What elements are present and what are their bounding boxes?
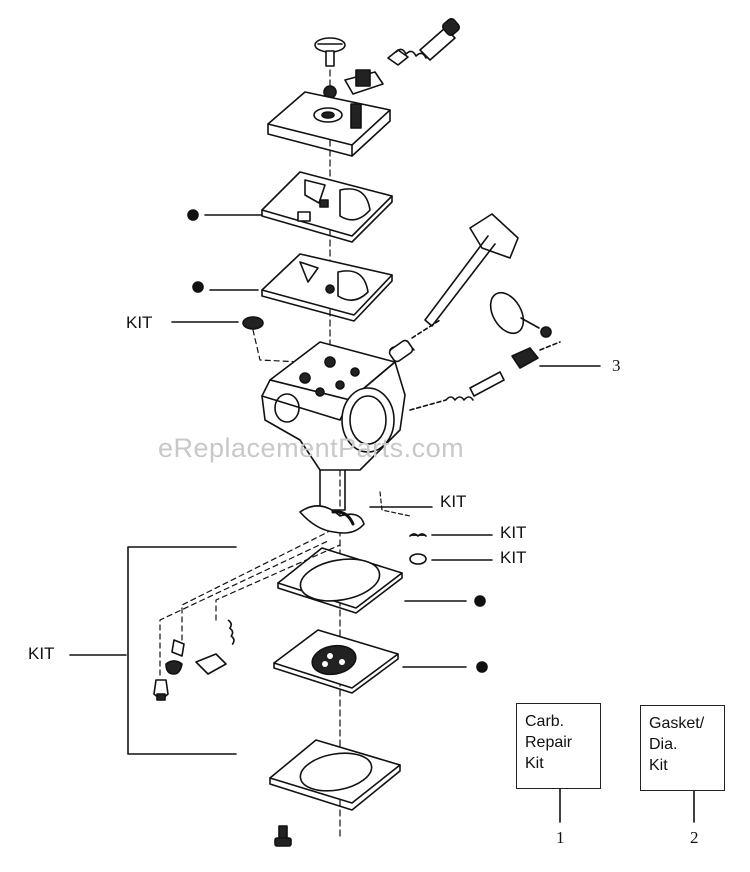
inlet-needle-set <box>153 531 341 701</box>
mixture-needle <box>409 341 561 411</box>
legend-gasket-line-2: Dia. <box>649 736 678 753</box>
label-kit-left-bottom: KIT <box>28 644 55 663</box>
inlet-fitting <box>299 505 365 534</box>
metering-diaphragm <box>273 629 399 694</box>
watermark: eReplacementParts.com <box>158 433 465 463</box>
kit-dot <box>187 209 199 221</box>
kit-dot <box>474 595 486 607</box>
legend-carb-line-3: Kit <box>525 755 544 772</box>
callout-3: 3 <box>612 356 621 375</box>
dash-kit-middle <box>379 491 411 517</box>
metering-lever <box>323 69 384 99</box>
legend-gasket-line-3: Kit <box>649 757 668 774</box>
throttle-shaft <box>424 213 552 338</box>
label-kit-right-1: KIT <box>500 523 527 542</box>
legend-gasket-dia-kit: Gasket/ Dia. Kit <box>640 705 725 791</box>
legend-number-2: 2 <box>690 828 699 847</box>
idle-screw <box>388 319 441 363</box>
top-screw <box>314 37 346 67</box>
legend-number-1: 1 <box>556 828 565 847</box>
kit-dot <box>476 661 488 673</box>
legend-gasket-line-1: Gasket/ <box>649 715 705 732</box>
label-kit-left-top: KIT <box>126 313 153 332</box>
inlet-screen <box>242 316 264 330</box>
carburetor-body <box>261 341 406 511</box>
metering-cover <box>269 739 401 811</box>
kit-bracket <box>127 546 237 755</box>
bottom-screw <box>274 825 292 847</box>
label-kit-right-2: KIT <box>500 548 527 567</box>
pump-diaphragm <box>261 253 393 322</box>
metering-gasket <box>277 547 403 614</box>
legend-carb-repair-kit: Carb. Repair Kit <box>516 703 601 789</box>
small-disc <box>409 553 427 565</box>
pump-cover <box>267 91 391 157</box>
legend-carb-line-1: Carb. <box>525 713 565 730</box>
pump-gasket <box>261 171 393 243</box>
fuel-needle-spring <box>387 17 461 66</box>
label-kit-middle: KIT <box>440 492 467 511</box>
small-spring <box>409 533 427 537</box>
kit-dot <box>192 281 204 293</box>
screen-dash <box>252 329 301 363</box>
legend-carb-line-2: Repair <box>525 734 573 751</box>
